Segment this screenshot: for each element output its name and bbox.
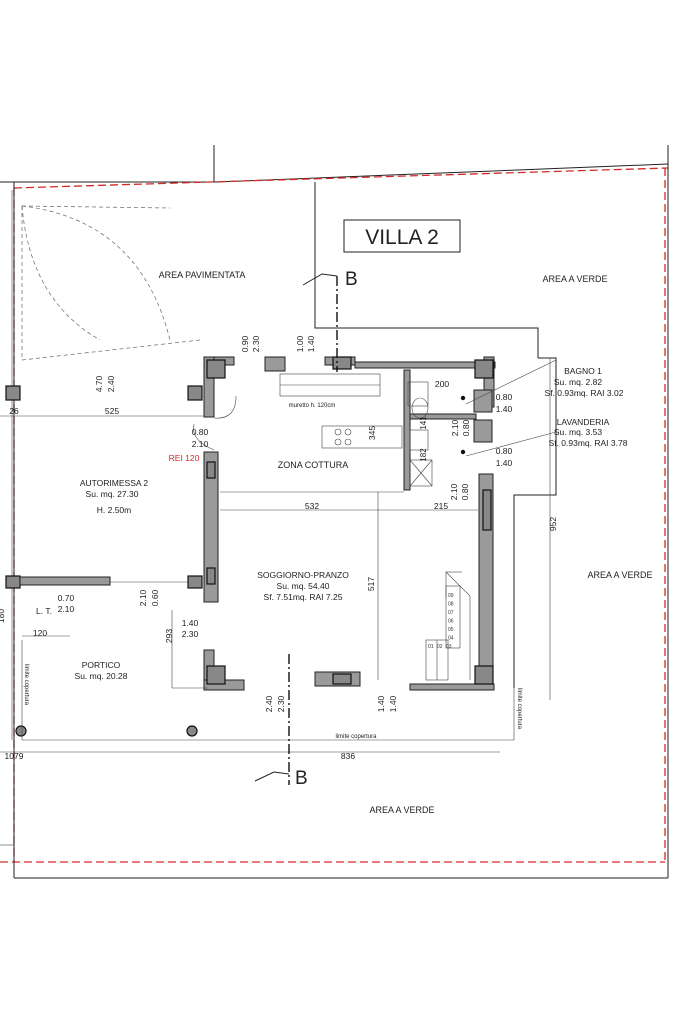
dim-080-lavanderia-door: 0.80 xyxy=(460,483,470,500)
note-limite-copertura-right: limite copertura xyxy=(516,688,522,730)
room-soggiorno-su: Su. mq. 54.40 xyxy=(277,581,330,591)
section-axis-b xyxy=(254,273,338,785)
room-autorimessa-su: Su. mq. 27.30 xyxy=(86,489,139,499)
dim-525: 525 xyxy=(105,406,119,416)
driveway-gate xyxy=(11,190,201,740)
note-limite-copertura-left: limite copertura xyxy=(23,664,29,706)
dim-100: 1.00 xyxy=(295,335,305,352)
dim-090: 0.90 xyxy=(240,335,250,352)
dim-080-bagno-door: 0.80 xyxy=(461,419,471,436)
area-green-bottom-label: AREA A VERDE xyxy=(369,805,434,815)
stair-step-09: 09 xyxy=(448,593,454,599)
dim-140-bottom-a: 1.40 xyxy=(376,695,386,712)
note-muretto: muretto h. 120cm xyxy=(289,403,336,409)
dim-240-garage: 2.40 xyxy=(106,375,116,392)
note-rei: REI 120 xyxy=(169,453,200,463)
stair-step-01: 01 xyxy=(428,644,434,650)
dim-182: 182 xyxy=(419,448,428,462)
interior-fixtures xyxy=(193,373,478,681)
dim-26: 26 xyxy=(9,406,19,416)
dim-080-bagno: 0.80 xyxy=(496,392,513,402)
room-lavanderia-su: Su. mq. 3.53 xyxy=(554,427,602,437)
dim-080-lavanderia: 0.80 xyxy=(496,446,513,456)
dim-140-top: 1.40 xyxy=(306,335,316,352)
dim-230-bottom: 2.30 xyxy=(276,695,286,712)
dim-470: 4.70 xyxy=(94,375,104,392)
room-soggiorno-sf: Sf. 7.51mq. RAI 7.25 xyxy=(264,592,343,602)
dim-210-door: 2.10 xyxy=(192,439,209,449)
dim-532: 532 xyxy=(305,501,319,511)
dim-060: 0.60 xyxy=(150,589,160,606)
stair-step-05: 05 xyxy=(448,627,454,633)
dimension-lines xyxy=(0,358,557,753)
dim-1079: 1079 xyxy=(5,751,24,761)
dim-070: 0.70 xyxy=(58,593,75,603)
dim-230-top: 2.30 xyxy=(251,335,261,352)
dim-210-lt: 2.10 xyxy=(58,604,75,614)
property-boundary xyxy=(0,145,669,879)
area-paved-label: AREA PAVIMENTATA xyxy=(159,270,246,280)
dim-215: 215 xyxy=(434,501,448,511)
dim-952: 952 xyxy=(548,517,558,531)
area-green-right-label: AREA A VERDE xyxy=(587,570,652,580)
section-label-bottom: B xyxy=(295,768,308,789)
stair-step-06: 06 xyxy=(448,619,454,625)
stair-step-04: 04 xyxy=(448,636,454,642)
dim-836: 836 xyxy=(341,751,355,761)
title-label: VILLA 2 xyxy=(365,226,439,249)
stair-step-08: 08 xyxy=(448,602,454,608)
stair-step-02: 02 xyxy=(437,644,443,650)
dim-080-door: 0.80 xyxy=(192,427,209,437)
dim-140-bottom-b: 1.40 xyxy=(388,695,398,712)
dim-210-lavanderia: 2.10 xyxy=(449,483,459,500)
room-bagno-name: BAGNO 1 xyxy=(564,366,602,376)
room-autorimessa-h: H. 2.50m xyxy=(97,505,132,515)
section-label-top: B xyxy=(345,269,358,290)
room-bagno-su: Su. mq. 2.82 xyxy=(554,377,602,387)
dim-141: 141 xyxy=(419,416,428,430)
room-lavanderia-name: LAVANDERIA xyxy=(557,417,610,427)
dim-180: 180 xyxy=(0,609,6,623)
room-soggiorno-name: SOGGIORNO-PRANZO xyxy=(257,570,349,580)
dim-140-portico: 1.40 xyxy=(182,618,199,628)
note-limite-copertura-bottom: limite copertura xyxy=(335,734,377,740)
walls xyxy=(5,356,496,737)
dim-210-bagno: 2.10 xyxy=(450,419,460,436)
dim-200: 200 xyxy=(435,379,449,389)
title-box xyxy=(343,219,461,253)
dim-210-garage-door: 2.10 xyxy=(138,589,148,606)
dim-230-portico: 2.30 xyxy=(182,629,199,639)
dim-140-lavanderia: 1.40 xyxy=(496,458,513,468)
room-lavanderia-sf: Sf. 0.93mq. RAI 3.78 xyxy=(549,438,628,448)
note-lt: L. T. xyxy=(36,606,52,616)
dim-140-bagno: 1.40 xyxy=(496,404,513,414)
room-cottura-name: ZONA COTTURA xyxy=(278,460,349,470)
dim-240-bottom: 2.40 xyxy=(264,695,274,712)
room-portico-name: PORTICO xyxy=(82,660,121,670)
dim-517: 517 xyxy=(366,577,376,591)
dim-293: 293 xyxy=(164,629,174,643)
dim-345: 345 xyxy=(367,426,377,440)
stair-step-03: 03 xyxy=(446,644,452,650)
dim-120: 120 xyxy=(33,628,47,638)
stair-step-07: 07 xyxy=(448,610,454,616)
room-autorimessa-name: AUTORIMESSA 2 xyxy=(80,478,149,488)
room-bagno-sf: Sf. 0.93mq. RAI 3.02 xyxy=(545,388,624,398)
area-green-top-label: AREA A VERDE xyxy=(542,274,607,284)
room-portico-su: Su. mq. 20.28 xyxy=(75,671,128,681)
door-markers xyxy=(460,395,466,455)
